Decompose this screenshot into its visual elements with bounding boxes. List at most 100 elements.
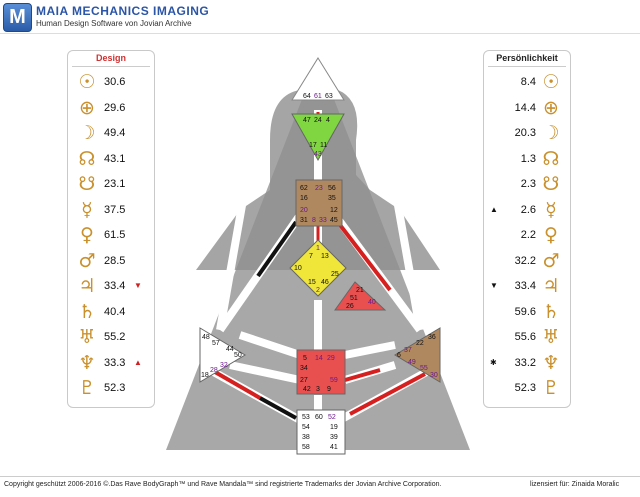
planet-row: ♀61.5 bbox=[68, 224, 154, 249]
gate-label: 29 bbox=[327, 355, 335, 362]
gate-label: 27 bbox=[300, 377, 308, 384]
planet-row: ♇52.3 bbox=[484, 377, 570, 402]
planet-gate-value: 2.6 bbox=[520, 203, 536, 216]
app-logo: M bbox=[3, 3, 32, 32]
gate-label: 48 bbox=[202, 334, 210, 341]
gate-label: 40 bbox=[368, 299, 376, 306]
pluto-icon: ♇ bbox=[542, 377, 560, 399]
planet-row: ♃33.4▼ bbox=[68, 275, 154, 300]
planet-gate-value: 37.5 bbox=[104, 203, 126, 216]
gate-label: 2 bbox=[316, 287, 320, 294]
gate-label: 49 bbox=[408, 359, 416, 366]
planet-gate-value: 49.4 bbox=[104, 127, 126, 139]
gate-label: 56 bbox=[328, 185, 336, 192]
planet-gate-value: 52.3 bbox=[104, 382, 126, 394]
planet-row: ☋23.1 bbox=[68, 173, 154, 198]
gate-label: 19 bbox=[330, 424, 338, 431]
design-panel: Design ☉30.6⊕29.6☽49.4☊43.1☋23.1☿37.5♀61… bbox=[67, 50, 155, 408]
planet-gate-value: 59.6 bbox=[514, 305, 536, 318]
north-node-icon: ☊ bbox=[78, 147, 96, 170]
planet-gate-value: 61.5 bbox=[104, 229, 126, 241]
mercury-icon: ☿ bbox=[81, 198, 93, 221]
gate-label: 64 bbox=[303, 93, 311, 100]
planet-gate-value: 23.1 bbox=[104, 178, 126, 190]
gate-label: 45 bbox=[330, 217, 338, 224]
gate-label: 46 bbox=[321, 279, 329, 286]
gate-label: 58 bbox=[302, 444, 310, 451]
planet-row: ☉30.6 bbox=[68, 71, 154, 96]
gate-label: 53 bbox=[302, 414, 310, 421]
planet-row: ⊕14.4 bbox=[484, 97, 570, 122]
gate-label: 61 bbox=[314, 93, 322, 100]
planet-gate-value: 2.2 bbox=[520, 229, 536, 241]
planet-row: ♇ 52.3 bbox=[68, 377, 154, 402]
design-title-divider bbox=[72, 66, 150, 67]
gate-label: 17 bbox=[309, 142, 317, 149]
license-text: lizensiert für: Zinaida Moralic bbox=[530, 481, 620, 488]
pluto-icon: ♇ bbox=[78, 377, 96, 399]
head-center bbox=[291, 57, 345, 101]
gate-label: 37 bbox=[404, 347, 412, 354]
saturn-icon: ♄ bbox=[78, 300, 96, 323]
gate-label: 47 bbox=[303, 117, 311, 124]
personality-panel-title: Persönlichkeit bbox=[496, 53, 558, 63]
g-center bbox=[289, 239, 347, 297]
gate-label: 30 bbox=[430, 372, 438, 379]
planet-gate-value: 1.3 bbox=[520, 152, 536, 165]
throat-center bbox=[295, 179, 343, 227]
planet-gate-value: 2.3 bbox=[520, 178, 536, 190]
neptune-icon: ♆ bbox=[78, 351, 96, 374]
planet-gate-value: 28.5 bbox=[104, 254, 126, 267]
gate-label: 63 bbox=[325, 93, 333, 100]
exaltation-marker: ▲ bbox=[490, 204, 498, 214]
planet-gate-value: 32.2 bbox=[514, 254, 536, 267]
mars-icon: ♂ bbox=[542, 249, 560, 272]
planet-row: ☊ 1.3 bbox=[484, 148, 570, 173]
exaltation-marker: ▼ bbox=[490, 281, 498, 290]
planet-row: ♄ 40.4 bbox=[68, 301, 154, 326]
planet-row: ♃33.4▼ bbox=[484, 275, 570, 300]
earth-icon: ⊕ bbox=[79, 96, 95, 119]
personality-panel: Persönlichkeit ☉ 8.4 ⊕14.4☽ 20.3 ☊ 1.3 ☋2.3☿ 2.… bbox=[483, 50, 571, 408]
moon-icon: ☽ bbox=[542, 122, 560, 144]
sacral-center bbox=[296, 349, 346, 395]
planet-row: ☽49.4 bbox=[68, 122, 154, 147]
planet-gate-value: 30.6 bbox=[104, 76, 126, 88]
planet-row: ♄59.6 bbox=[484, 301, 570, 326]
planet-gate-value: 14.4 bbox=[514, 101, 536, 114]
copyright-text: Copyright geschützt 2006-2016 ©.Das Rave… bbox=[4, 481, 442, 488]
planet-gate-value: 8.4 bbox=[520, 76, 536, 88]
planet-row: ♀ 2.2 bbox=[484, 224, 570, 249]
gate-label: 55 bbox=[420, 365, 428, 372]
gate-label: 22 bbox=[416, 340, 424, 347]
gate-label: 60 bbox=[315, 414, 323, 421]
gate-label: 18 bbox=[201, 372, 209, 379]
planet-gate-value: 40.4 bbox=[104, 305, 126, 318]
mercury-icon: ☿ bbox=[545, 198, 557, 221]
footer-divider bbox=[0, 476, 640, 477]
planet-row: ♆33.2✱ bbox=[484, 352, 570, 377]
gate-label: 32 bbox=[220, 362, 228, 369]
gate-label: 14 bbox=[315, 355, 323, 362]
uranus-icon: ♅ bbox=[78, 326, 96, 348]
gate-label: 38 bbox=[302, 434, 310, 441]
gate-label: 35 bbox=[328, 195, 336, 202]
planet-gate-value: 55.2 bbox=[104, 331, 126, 343]
sun-icon: ☉ bbox=[542, 71, 560, 93]
app-header: M MAIA MECHANICS IMAGING Human Design So… bbox=[0, 0, 640, 34]
gate-label: 23 bbox=[315, 185, 323, 192]
planet-gate-value: 20.3 bbox=[514, 127, 536, 139]
planet-row: ♂ 28.5 bbox=[68, 250, 154, 275]
gate-label: 12 bbox=[330, 207, 338, 214]
north-node-icon: ☊ bbox=[542, 147, 560, 170]
spleen-center bbox=[199, 327, 246, 383]
planet-row: ♂ 32.2 bbox=[484, 250, 570, 275]
ego-center bbox=[334, 281, 387, 311]
mars-icon: ♂ bbox=[78, 249, 96, 272]
gate-label: 59 bbox=[330, 377, 338, 384]
venus-icon: ♀ bbox=[544, 224, 558, 246]
planet-row: ☋2.3 bbox=[484, 173, 570, 198]
root-center bbox=[296, 409, 346, 455]
gate-label: 3 bbox=[316, 386, 320, 393]
gate-label: 9 bbox=[327, 386, 331, 393]
